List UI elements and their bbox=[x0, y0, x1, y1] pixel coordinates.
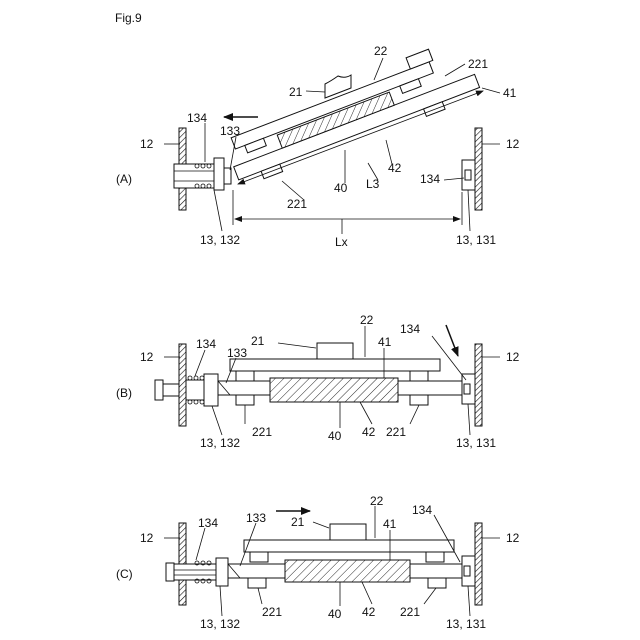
left-contact bbox=[224, 168, 231, 184]
left-holder-knob bbox=[166, 563, 174, 581]
ref-12: 12 bbox=[506, 531, 520, 545]
battery-cell bbox=[270, 378, 398, 402]
ref-13-131: 13, 131 bbox=[456, 436, 496, 450]
panel-c-label: (C) bbox=[116, 567, 133, 581]
ref-221: 221 bbox=[262, 605, 282, 619]
ref-41: 41 bbox=[383, 517, 397, 531]
ref-21: 21 bbox=[289, 85, 303, 99]
cover-foot bbox=[250, 552, 268, 562]
ref-40: 40 bbox=[328, 607, 342, 621]
tray-foot bbox=[410, 395, 428, 405]
ref-133: 133 bbox=[220, 124, 240, 138]
ref-12: 12 bbox=[140, 137, 154, 151]
battery-cell bbox=[285, 560, 410, 582]
cover-foot bbox=[410, 371, 428, 381]
left-wall bbox=[179, 344, 186, 426]
press-down-arrow bbox=[446, 325, 458, 356]
tilted-assembly bbox=[219, 37, 482, 187]
ref-133: 133 bbox=[227, 346, 247, 360]
right-wall bbox=[475, 523, 482, 605]
left-holder-head bbox=[204, 374, 218, 406]
right-contact bbox=[465, 170, 471, 180]
ref-221: 221 bbox=[287, 197, 307, 211]
ref-42: 42 bbox=[362, 605, 376, 619]
ref-134: 134 bbox=[412, 503, 432, 517]
left-holder-head bbox=[216, 558, 228, 586]
ref-Lx: Lx bbox=[335, 235, 348, 249]
ref-134: 134 bbox=[196, 337, 216, 351]
left-holder-body bbox=[174, 564, 216, 580]
ref-21: 21 bbox=[291, 515, 305, 529]
ref-133: 133 bbox=[246, 511, 266, 525]
ref-22: 22 bbox=[374, 44, 388, 58]
component-21 bbox=[330, 524, 366, 540]
left-holder-head bbox=[214, 158, 224, 190]
tray-foot bbox=[428, 578, 446, 588]
right-contact bbox=[464, 384, 470, 394]
ref-134: 134 bbox=[187, 111, 207, 125]
ref-42: 42 bbox=[362, 425, 376, 439]
ref-13-132: 13, 132 bbox=[200, 436, 240, 450]
left-holder-body bbox=[186, 380, 204, 400]
ref-13-132: 13, 132 bbox=[200, 233, 240, 247]
ref-12: 12 bbox=[140, 531, 154, 545]
ref-40: 40 bbox=[328, 429, 342, 443]
cover-foot bbox=[426, 552, 444, 562]
ref-13-131: 13, 131 bbox=[446, 617, 486, 631]
ref-22: 22 bbox=[360, 313, 374, 327]
ref-134: 134 bbox=[198, 516, 218, 530]
ref-13-132: 13, 132 bbox=[200, 617, 240, 631]
left-holder-shaft bbox=[163, 384, 179, 396]
ref-12: 12 bbox=[506, 137, 520, 151]
component-21 bbox=[317, 343, 353, 359]
cover-plate bbox=[230, 359, 440, 371]
panel-b: (B) bbox=[116, 313, 520, 450]
ref-42: 42 bbox=[388, 161, 402, 175]
right-contact bbox=[464, 566, 470, 576]
panel-b-label: (B) bbox=[116, 386, 132, 400]
ref-21: 21 bbox=[251, 334, 265, 348]
ref-41: 41 bbox=[378, 335, 392, 349]
ref-12: 12 bbox=[140, 350, 154, 364]
right-wall bbox=[475, 344, 482, 426]
ref-22: 22 bbox=[370, 494, 384, 508]
ref-221: 221 bbox=[386, 425, 406, 439]
ref-L3: L3 bbox=[366, 177, 380, 191]
ref-134: 134 bbox=[420, 172, 440, 186]
tray-foot bbox=[236, 395, 254, 405]
panel-c: (C) bbox=[116, 494, 520, 631]
cover-plate bbox=[244, 540, 454, 552]
ref-134: 134 bbox=[400, 322, 420, 336]
figure-title: Fig.9 bbox=[115, 11, 142, 25]
ref-221: 221 bbox=[468, 57, 488, 71]
ref-40: 40 bbox=[334, 181, 348, 195]
ref-13-131: 13, 131 bbox=[456, 233, 496, 247]
ref-221: 221 bbox=[400, 605, 420, 619]
ref-221: 221 bbox=[252, 425, 272, 439]
tray-foot bbox=[248, 578, 266, 588]
right-wall bbox=[475, 128, 482, 210]
ref-12: 12 bbox=[506, 350, 520, 364]
panel-a-label: (A) bbox=[116, 172, 132, 186]
panel-a: (A) bbox=[116, 37, 520, 249]
ref-41: 41 bbox=[503, 86, 517, 100]
cover-foot bbox=[236, 371, 254, 381]
left-holder-knob bbox=[155, 380, 163, 400]
